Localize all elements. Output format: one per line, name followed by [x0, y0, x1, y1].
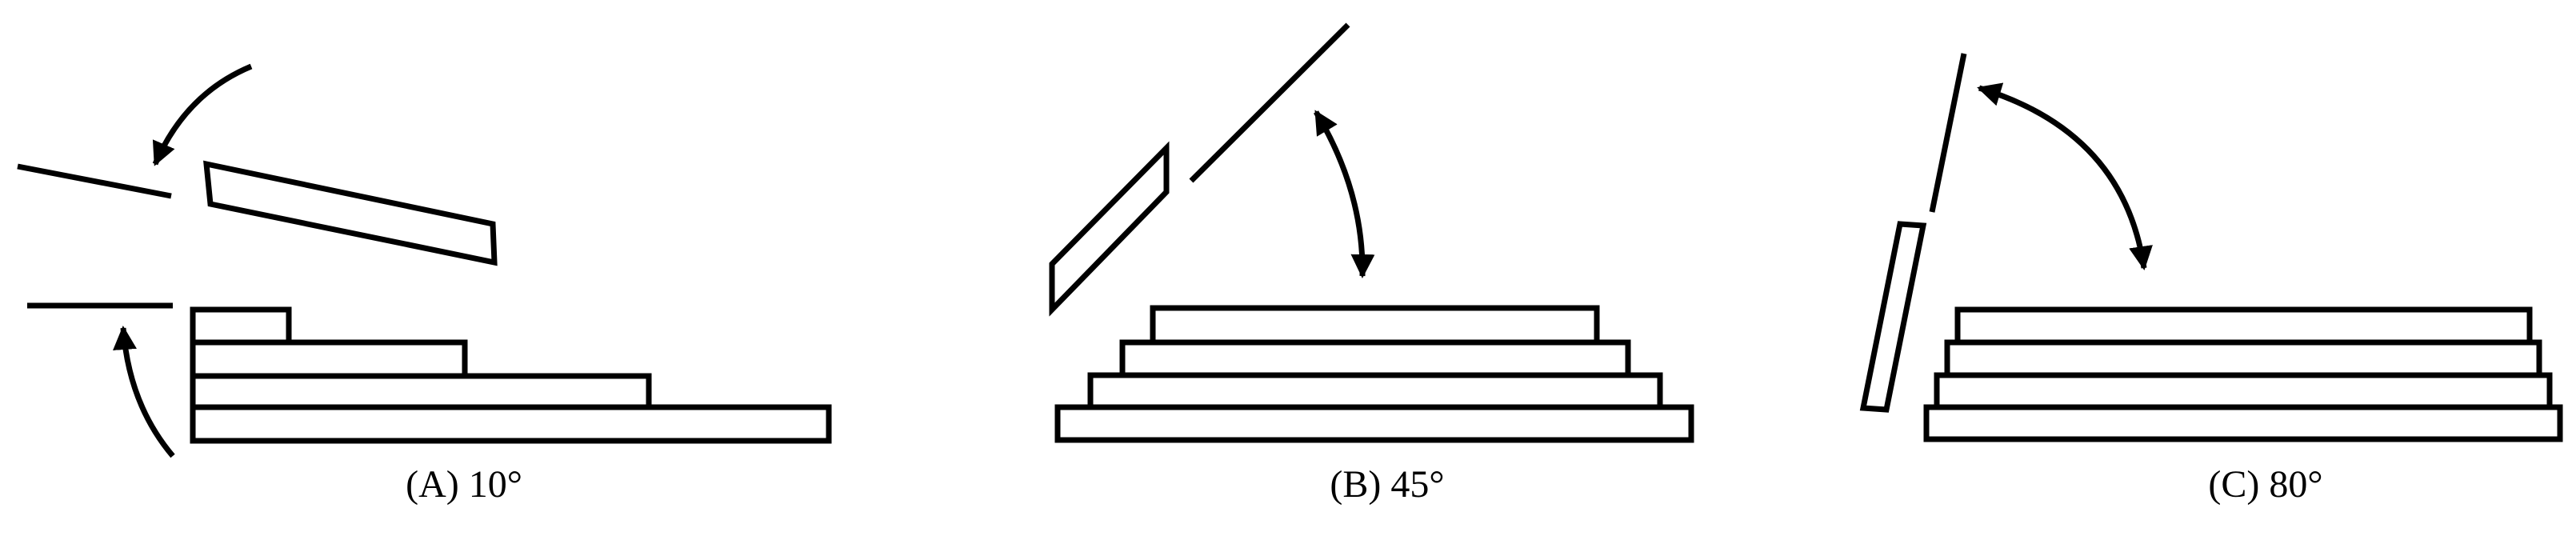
panel-b-stack-layer-1 — [1054, 404, 1694, 443]
panel-a-stack-layer-2 — [190, 373, 652, 410]
panel-c-caption: (C) 80° — [2208, 463, 2323, 506]
panel-b-tilted-plate — [1049, 141, 1170, 317]
panel-a-tilted-plate — [203, 160, 498, 266]
panel-a-stack-layer-3 — [190, 339, 468, 379]
panel-b-stack-layer-3 — [1119, 339, 1631, 378]
panel-b — [1049, 22, 1694, 443]
panel-a-caption: (A) 10° — [406, 463, 522, 506]
panel-a-upper-line — [17, 163, 172, 199]
panel-c-line — [1929, 53, 1967, 213]
panel-a-stack-layer-4 — [190, 306, 292, 346]
panel-c-tilted-plate — [1859, 221, 1927, 413]
panel-c — [1859, 53, 2563, 442]
panel-b-caption: (B) 45° — [1330, 463, 1445, 506]
panel-c-stack-layer-4 — [1954, 306, 2533, 346]
panel-c-stack-layer-3 — [1944, 339, 2542, 378]
panel-b-arrow — [1313, 110, 1375, 278]
panel-b-stack-layer-4 — [1150, 305, 1600, 346]
panel-c-arrow — [1977, 82, 2153, 270]
panel-b-stack-layer-2 — [1087, 372, 1663, 410]
panel-c-stack-layer-1 — [1923, 404, 2563, 442]
panel-a-stack-layer-1 — [190, 404, 832, 444]
panel-a-arrow-lower — [113, 326, 175, 458]
panel-c-stack-layer-2 — [1934, 372, 2553, 410]
panel-a-arrow-upper — [152, 63, 253, 166]
panel-a — [17, 63, 832, 458]
panel-b-line — [1189, 22, 1350, 183]
